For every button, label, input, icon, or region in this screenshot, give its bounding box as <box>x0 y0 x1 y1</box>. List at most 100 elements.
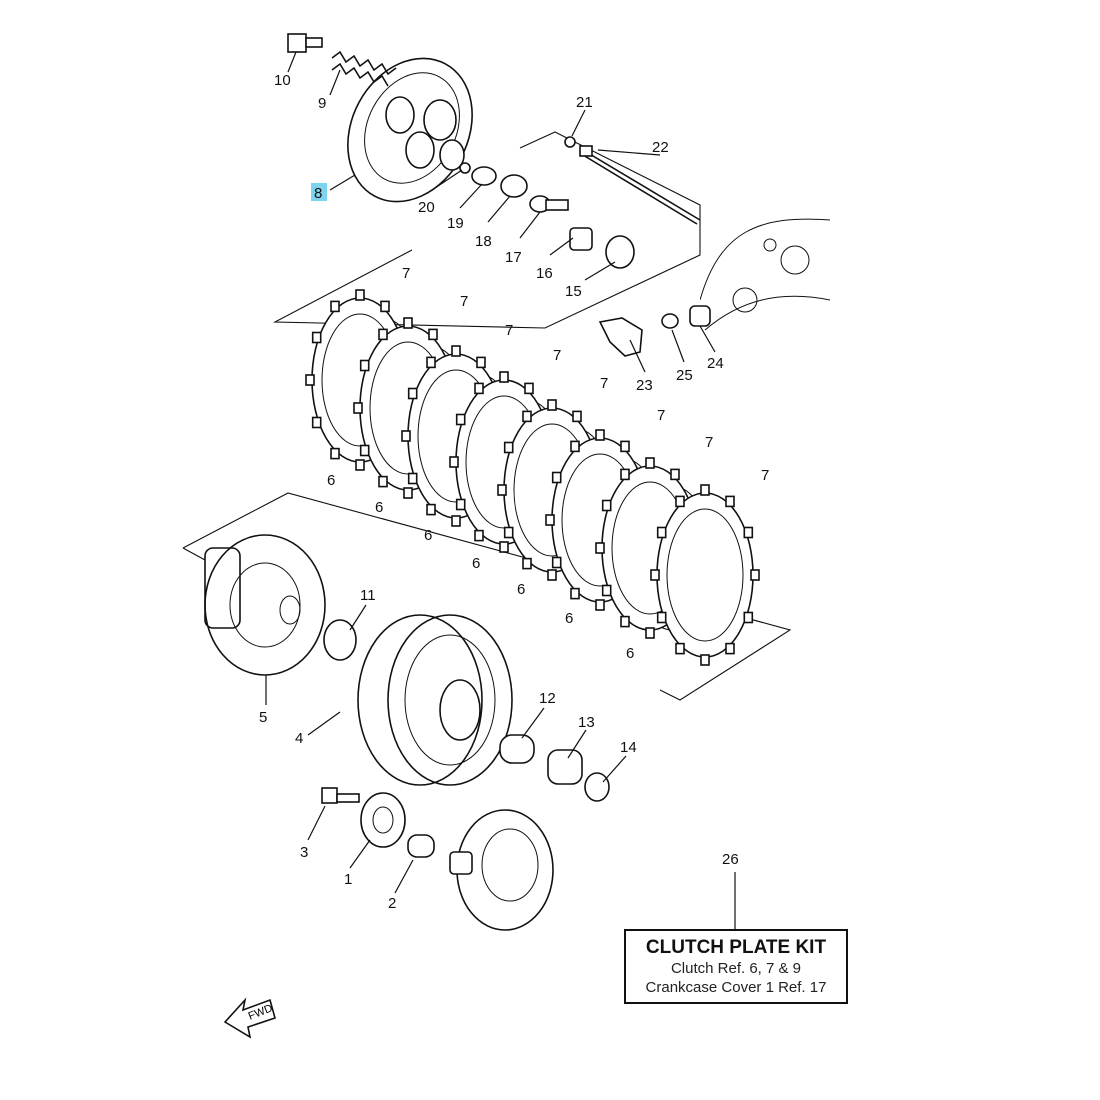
callout-6d[interactable]: 6 <box>472 555 480 572</box>
kit-line-1: Clutch Ref. 6, 7 & 9 <box>670 960 802 977</box>
callout-25[interactable]: 25 <box>676 367 693 384</box>
plate-tab <box>595 542 605 554</box>
fwd-arrow-icon: FWD <box>223 997 276 1039</box>
callout-24[interactable]: 24 <box>707 355 724 372</box>
clutch-plate-kit-box[interactable]: CLUTCH PLATE KIT Clutch Ref. 6, 7 & 9 Cr… <box>624 929 848 1004</box>
lower-parts <box>321 787 554 931</box>
plate-tab <box>355 289 365 301</box>
callout-21[interactable]: 21 <box>576 94 593 111</box>
plate-tab <box>675 495 685 508</box>
callout-11[interactable]: 11 <box>360 587 376 604</box>
callout-15[interactable]: 15 <box>565 283 582 300</box>
callout-6b[interactable]: 6 <box>375 499 383 516</box>
plate-tab <box>474 382 484 395</box>
callout-7b[interactable]: 7 <box>460 293 468 310</box>
friction-plate <box>656 492 754 658</box>
plate-tab <box>620 615 630 628</box>
kit-title: CLUTCH PLATE KIT <box>645 937 827 958</box>
callout-18[interactable]: 18 <box>475 233 492 250</box>
callout-22[interactable]: 22 <box>652 139 669 156</box>
plate-tab <box>551 471 562 484</box>
callout-7c[interactable]: 7 <box>505 322 513 339</box>
plate-tab <box>476 356 486 369</box>
plate-tab <box>725 642 735 655</box>
callout-8[interactable]: 8 <box>314 185 322 202</box>
spring <box>331 50 397 87</box>
primary-gear <box>204 534 326 676</box>
plate-tab <box>330 447 340 460</box>
plate-tab <box>455 413 466 426</box>
callout-4[interactable]: 4 <box>295 730 303 747</box>
callout-7g[interactable]: 7 <box>705 434 713 451</box>
plate-tab <box>650 569 660 581</box>
callout-1[interactable]: 1 <box>344 871 352 888</box>
plate-tab <box>675 642 685 655</box>
plate-tab <box>656 611 667 624</box>
callout-9[interactable]: 9 <box>318 95 326 112</box>
plate-tab <box>522 557 532 570</box>
callout-6g[interactable]: 6 <box>626 645 634 662</box>
callout-17[interactable]: 17 <box>505 249 522 266</box>
plate-tab <box>359 444 370 457</box>
callout-7h[interactable]: 7 <box>761 467 769 484</box>
collar-12 <box>499 734 535 764</box>
callout-6e[interactable]: 6 <box>517 581 525 598</box>
plate-tab <box>620 440 630 453</box>
push-lever <box>598 305 711 357</box>
washer-11 <box>323 619 357 661</box>
plate-tab <box>547 399 557 411</box>
friction-plate-inner <box>666 508 744 642</box>
callout-3[interactable]: 3 <box>300 844 308 861</box>
plate-tab <box>551 556 562 569</box>
plate-tab <box>725 495 735 508</box>
callout-6a[interactable]: 6 <box>327 472 335 489</box>
plate-tab <box>595 599 605 611</box>
callout-10[interactable]: 10 <box>274 72 291 89</box>
callout-7a[interactable]: 7 <box>402 265 410 282</box>
callout-16[interactable]: 16 <box>536 265 553 282</box>
plate-tab <box>426 503 436 516</box>
callout-14[interactable]: 14 <box>620 739 637 756</box>
plate-tab <box>645 457 655 469</box>
lower-frame <box>182 492 792 701</box>
callout-26[interactable]: 26 <box>722 851 739 868</box>
callout-19[interactable]: 19 <box>447 215 464 232</box>
callout-20[interactable]: 20 <box>418 199 435 216</box>
callout-labels: 10 9 8 20 19 18 17 16 15 21 22 23 25 24 … <box>259 72 769 912</box>
plate-tab <box>570 440 580 453</box>
plate-tab <box>449 456 459 468</box>
plate-tab <box>353 402 363 414</box>
plate-tab <box>451 345 461 357</box>
callout-7f[interactable]: 7 <box>657 407 665 424</box>
plate-tab <box>499 371 509 383</box>
plate-tab <box>595 429 605 441</box>
plate-tab <box>743 611 754 624</box>
callout-5[interactable]: 5 <box>259 709 267 726</box>
plate-tab <box>620 468 630 481</box>
plate-tab <box>522 410 532 423</box>
highlight-ref-8 <box>311 183 327 201</box>
callout-6f[interactable]: 6 <box>565 610 573 627</box>
callout-7e[interactable]: 7 <box>600 375 608 392</box>
plate-tab <box>455 498 466 511</box>
plate-tab <box>311 331 322 344</box>
upper-frame <box>272 131 701 329</box>
callout-7d[interactable]: 7 <box>553 347 561 364</box>
callout-13[interactable]: 13 <box>578 714 595 731</box>
crankcase-fragment <box>700 218 830 331</box>
pressure-plate <box>347 57 473 203</box>
plate-tab <box>524 382 534 395</box>
plate-tab <box>355 459 365 471</box>
plate-tab <box>407 472 418 485</box>
plate-tab <box>497 484 507 496</box>
plate-tab <box>503 526 514 539</box>
plate-tab <box>750 569 760 581</box>
callout-23[interactable]: 23 <box>636 377 653 394</box>
callout-6c[interactable]: 6 <box>424 527 432 544</box>
callout-2[interactable]: 2 <box>388 895 396 912</box>
plate-tab <box>407 387 418 400</box>
callout-12[interactable]: 12 <box>539 690 556 707</box>
release-parts <box>459 136 701 269</box>
plate-tab <box>426 356 436 369</box>
